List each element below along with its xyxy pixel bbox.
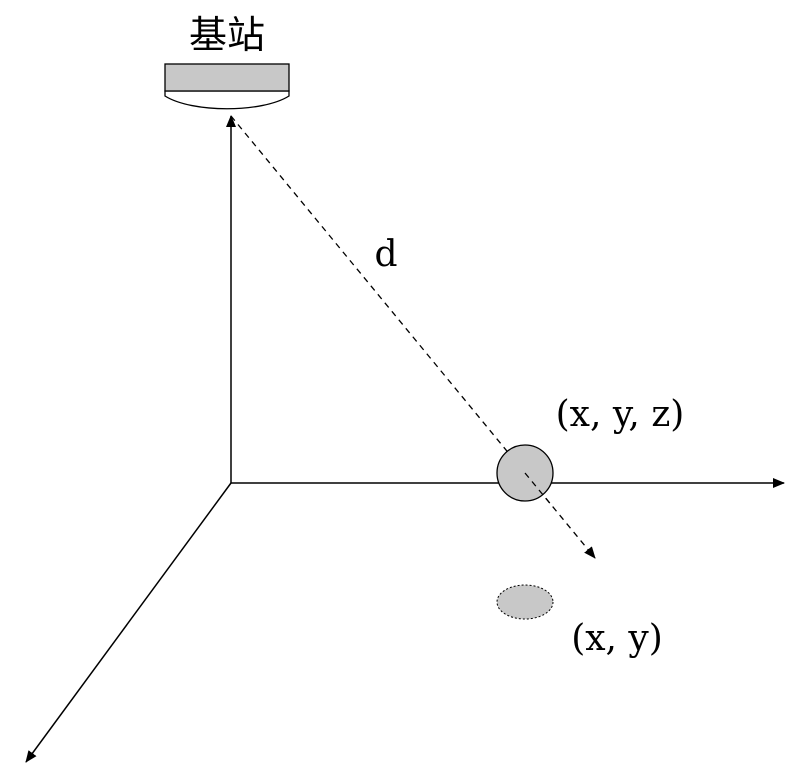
distance-label: d: [374, 234, 397, 275]
base-station-icon: [164, 63, 290, 110]
base-station-label: 基站: [189, 13, 265, 57]
projected-point-2d: [496, 584, 554, 620]
point-2d-label: (x, y): [571, 618, 663, 659]
point-3d-label: (x, y, z): [556, 394, 685, 435]
distance-line-overlay: [524, 472, 554, 508]
y-axis: [25, 482, 232, 763]
